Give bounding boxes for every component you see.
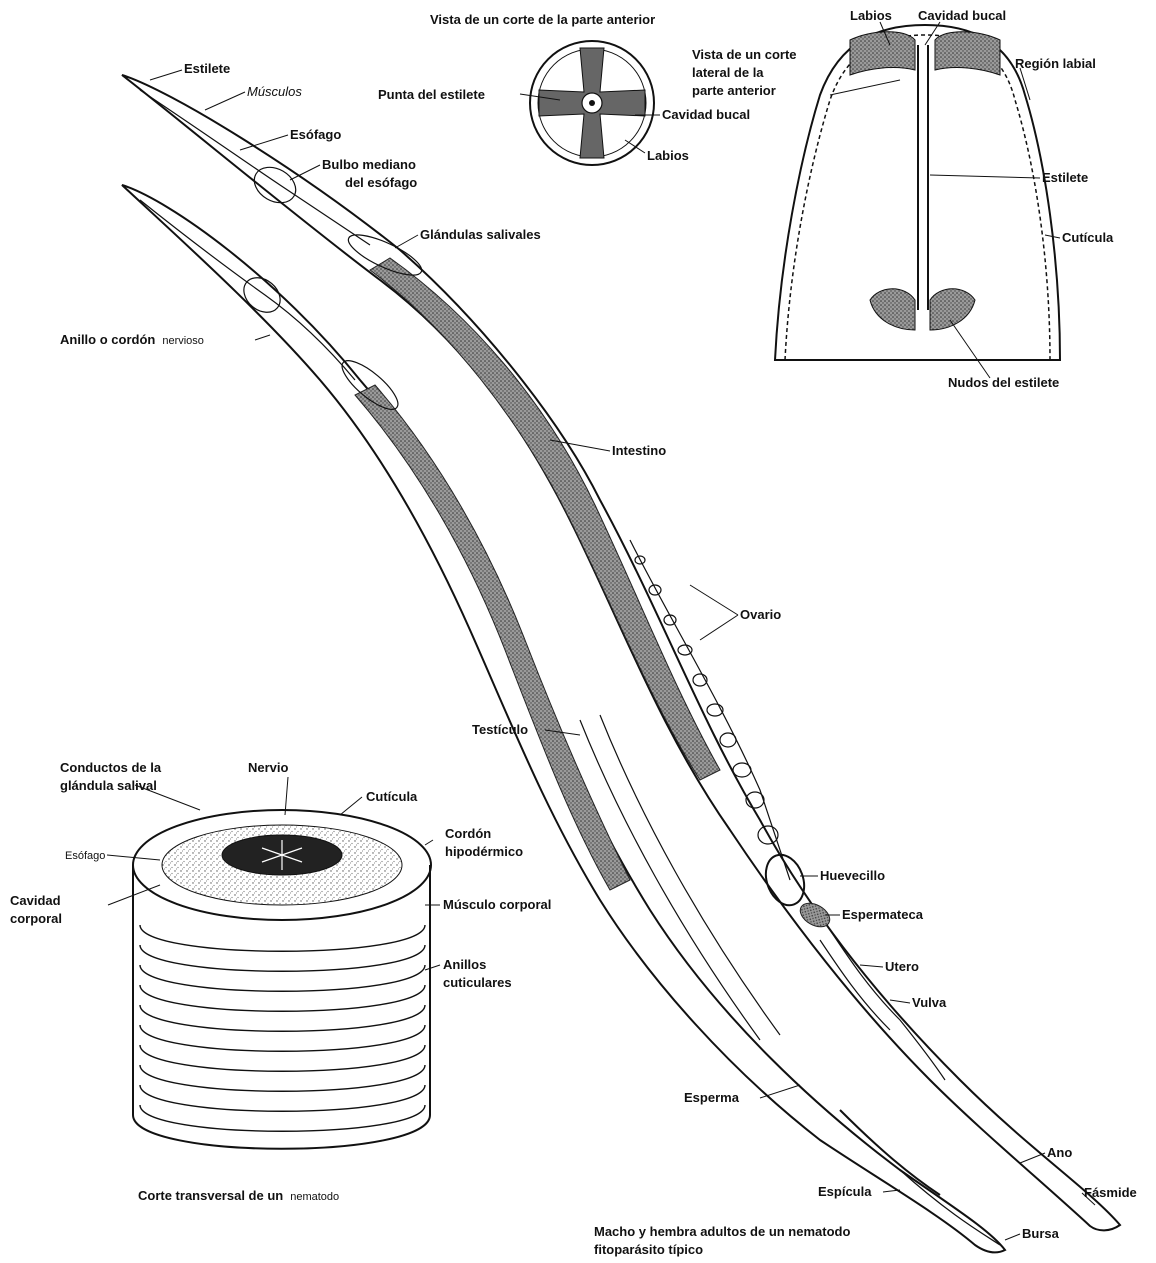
lateral-head-section — [775, 25, 1060, 360]
label-cordon-2: hipodérmico — [445, 844, 523, 859]
label-intestino: Intestino — [612, 443, 666, 458]
label-cuticula-lateral: Cutícula — [1062, 230, 1114, 245]
label-nudos-estilete: Nudos del estilete — [948, 375, 1059, 390]
label-espicula: Espícula — [818, 1184, 872, 1199]
label-cuticula-transverse: Cutícula — [366, 789, 418, 804]
label-esperma: Esperma — [684, 1090, 740, 1105]
label-cavidad-corporal-1: Cavidad — [10, 893, 61, 908]
label-vulva: Vulva — [912, 995, 947, 1010]
label-ovario: Ovario — [740, 607, 781, 622]
label-anillo: Anillo o cordón nervioso — [60, 331, 204, 348]
label-labios-circle: Labios — [647, 148, 689, 163]
label-glandulas: Glándulas salivales — [420, 227, 541, 242]
label-estilete: Estilete — [184, 61, 230, 76]
label-musculo-corporal: Músculo corporal — [443, 897, 551, 912]
label-bulbo-2: del esófago — [345, 175, 417, 190]
label-estilete-lateral: Estilete — [1042, 170, 1088, 185]
label-vista-lateral-1: Vista de un corte — [692, 47, 797, 62]
transverse-cylinder — [133, 810, 431, 1149]
label-cavidad-bucal-circle: Cavidad bucal — [662, 107, 750, 122]
label-testiculo: Testículo — [472, 722, 528, 737]
label-vista-lateral-3: parte anterior — [692, 83, 776, 98]
label-fasmide: Fásmide — [1084, 1185, 1137, 1200]
label-cavidad-corporal-2: corporal — [10, 911, 62, 926]
label-esofago: Esófago — [290, 127, 341, 142]
label-utero: Utero — [885, 959, 919, 974]
label-anterior-cross-section-title: Vista de un corte de la parte anterior — [430, 12, 655, 27]
label-espermateca: Espermateca — [842, 907, 924, 922]
label-bursa: Bursa — [1022, 1226, 1060, 1241]
label-huevecillo: Huevecillo — [820, 868, 885, 883]
label-labios-lateral: Labios — [850, 8, 892, 23]
label-region-labial: Región labial — [1015, 56, 1096, 71]
label-nervio: Nervio — [248, 760, 289, 775]
caption-transverse: Corte transversal de un nematodo — [138, 1187, 339, 1204]
label-anillos-2: cuticulares — [443, 975, 512, 990]
female-nematode — [122, 75, 1120, 1230]
label-cordon-1: Cordón — [445, 826, 491, 841]
leader-lines — [107, 22, 1095, 1240]
label-bulbo-1: Bulbo mediano — [322, 157, 416, 172]
label-vista-lateral-2: lateral de la — [692, 65, 764, 80]
label-ano: Ano — [1047, 1145, 1072, 1160]
label-esofago-transverse: Esófago — [65, 850, 105, 862]
label-conductos-2: glándula salival — [60, 778, 157, 793]
caption-adults-2: fitoparásito típico — [594, 1242, 703, 1257]
label-musculos: Músculos — [247, 84, 302, 99]
male-nematode — [122, 185, 1005, 1252]
label-conductos-1: Conductos de la — [60, 760, 162, 775]
label-cavidad-bucal-lateral: Cavidad bucal — [918, 8, 1006, 23]
label-anillos-1: Anillos — [443, 957, 486, 972]
caption-adults-1: Macho y hembra adultos de un nematodo — [594, 1224, 850, 1239]
label-punta-estilete: Punta del estilete — [378, 87, 485, 102]
